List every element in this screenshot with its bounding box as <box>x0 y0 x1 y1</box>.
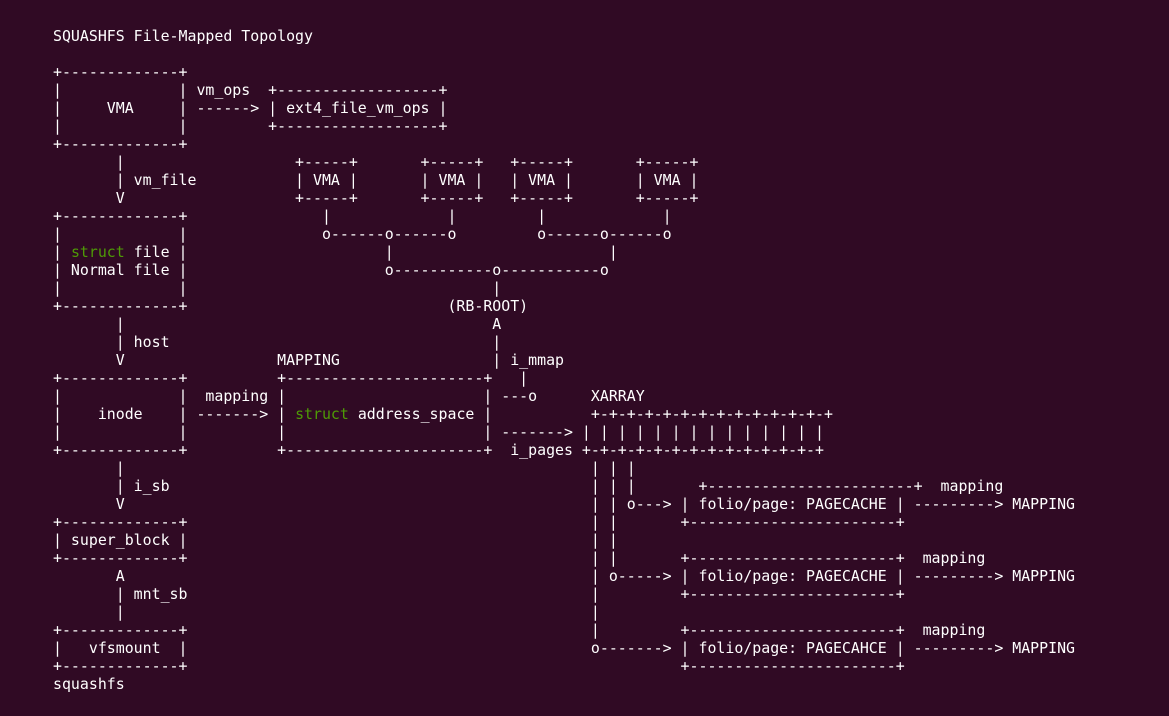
terminal-line: +-------------+ | | +-------------------… <box>53 513 905 531</box>
terminal-line: V +-----+ +-----+ +-----+ +-----+ <box>53 189 699 207</box>
terminal-line: | | mapping | | ---o XARRAY <box>53 387 645 405</box>
terminal-line: | vfsmount | o-------> | folio/page: PAG… <box>53 639 1075 657</box>
diagram-text: address_space | +-+-+-+-+-+-+-+-+-+-+-+-… <box>348 405 833 423</box>
diagram-text: | Normal file | o-----------o-----------… <box>53 261 609 279</box>
terminal-line: +-------------+ +----------------------+… <box>53 441 824 459</box>
diagram-text: | vm_file | VMA | | VMA | | VMA | | VMA … <box>53 171 699 189</box>
terminal-line: | | <box>53 603 600 621</box>
diagram-text: | <box>53 243 71 261</box>
terminal-line: | | | | <box>53 459 636 477</box>
diagram-text: file | | | <box>124 243 618 261</box>
terminal-line: | | +------------------+ <box>53 117 447 135</box>
diagram-text: | | <box>53 603 600 621</box>
diagram-text: +-------------+ | | +-------------------… <box>53 513 905 531</box>
diagram-text: +-------------+ | | | | <box>53 207 672 225</box>
terminal-line: | VMA | ------> | ext4_file_vm_ops | <box>53 99 447 117</box>
diagram-text: SQUASHFS File-Mapped Topology <box>53 27 313 45</box>
diagram-text: | i_sb | | | +-----------------------+ m… <box>53 477 1004 495</box>
terminal-line: +-------------+ (RB-ROOT) <box>53 297 528 315</box>
terminal-line: | vm_file | VMA | | VMA | | VMA | | VMA … <box>53 171 699 189</box>
terminal-line: | inode | -------> | struct address_spac… <box>53 405 833 423</box>
diagram-text: +-------------+ | | +-------------------… <box>53 549 986 567</box>
terminal-line: +-------------+ <box>53 135 187 153</box>
diagram-text: | | o------o------o o------o------o <box>53 225 672 243</box>
diagram-text: +-------------+ | +---------------------… <box>53 621 986 639</box>
diagram-text: | | vm_ops +------------------+ <box>53 81 448 99</box>
diagram-text: V MAPPING | i_mmap <box>53 351 565 369</box>
terminal-line: +-------------+ | +---------------------… <box>53 621 985 639</box>
terminal-line: squashfs <box>53 675 125 693</box>
terminal-line: | | | | -------> | | | | | | | | | | | |… <box>53 423 824 441</box>
diagram-text: | super_block | | | <box>53 531 618 549</box>
diagram-text: A | o-----> | folio/page: PAGECACHE | --… <box>53 567 1076 585</box>
terminal-line: | | | <box>53 279 501 297</box>
terminal-line: | | o------o------o o------o------o <box>53 225 672 243</box>
diagram-text: | VMA | ------> | ext4_file_vm_ops | <box>53 99 448 117</box>
diagram-text: | host | <box>53 333 502 351</box>
diagram-text: | mnt_sb | +-----------------------+ <box>53 585 905 603</box>
diagram-text: +-------------+ <box>53 63 188 81</box>
diagram-text: | +-----+ +-----+ +-----+ +-----+ <box>53 153 699 171</box>
terminal-line: V MAPPING | i_mmap <box>53 351 564 369</box>
terminal-line: | | vm_ops +------------------+ <box>53 81 447 99</box>
keyword-text: struct <box>70 243 125 261</box>
diagram-text: | vfsmount | o-------> | folio/page: PAG… <box>53 639 1076 657</box>
terminal-output: SQUASHFS File-Mapped Topology +----------… <box>53 27 1153 707</box>
terminal-line: V | | o---> | folio/page: PAGECACHE | --… <box>53 495 1075 513</box>
diagram-text: | | | <box>53 279 502 297</box>
terminal-line: | Normal file | o-----------o-----------… <box>53 261 609 279</box>
diagram-text: | | +------------------+ <box>53 117 448 135</box>
terminal-line: +-------------+ +-----------------------… <box>53 657 905 675</box>
terminal-line: | mnt_sb | +-----------------------+ <box>53 585 905 603</box>
diagram-text: +-------------+ +----------------------+… <box>53 441 824 459</box>
keyword-text: struct <box>295 405 349 423</box>
diagram-text: | | | | <box>53 459 636 477</box>
terminal-line: A | o-----> | folio/page: PAGECACHE | --… <box>53 567 1075 585</box>
terminal-line: | struct file | | | <box>53 243 618 261</box>
terminal-line: +-------------+ | | +-------------------… <box>53 549 985 567</box>
terminal-line: +-------------+ +----------------------+… <box>53 369 528 387</box>
terminal-line: | +-----+ +-----+ +-----+ +-----+ <box>53 153 699 171</box>
terminal-line: | super_block | | | <box>53 531 618 549</box>
terminal-line: | host | <box>53 333 502 351</box>
diagram-text: V | | o---> | folio/page: PAGECACHE | --… <box>53 495 1076 513</box>
terminal-line: | i_sb | | | +-----------------------+ m… <box>53 477 1004 495</box>
diagram-text: | | | | -------> | | | | | | | | | | | |… <box>53 423 824 441</box>
diagram-text: squashfs <box>53 675 125 693</box>
diagram-text: V +-----+ +-----+ +-----+ +-----+ <box>53 189 699 207</box>
diagram-text: +-------------+ (RB-ROOT) <box>53 297 529 315</box>
terminal-line: +-------------+ | | | | <box>53 207 672 225</box>
diagram-text: | | mapping | | ---o XARRAY <box>53 387 645 405</box>
diagram-text: +-------------+ +----------------------+… <box>53 369 529 387</box>
terminal-line: +-------------+ <box>53 63 187 81</box>
diagram-text: +-------------+ <box>53 135 188 153</box>
diagram-text: | inode | -------> | <box>53 405 296 423</box>
diagram-text: | A <box>53 315 502 333</box>
terminal-line: | A <box>53 315 502 333</box>
diagram-text: +-------------+ +-----------------------… <box>53 657 905 675</box>
terminal-line: SQUASHFS File-Mapped Topology <box>53 27 313 45</box>
